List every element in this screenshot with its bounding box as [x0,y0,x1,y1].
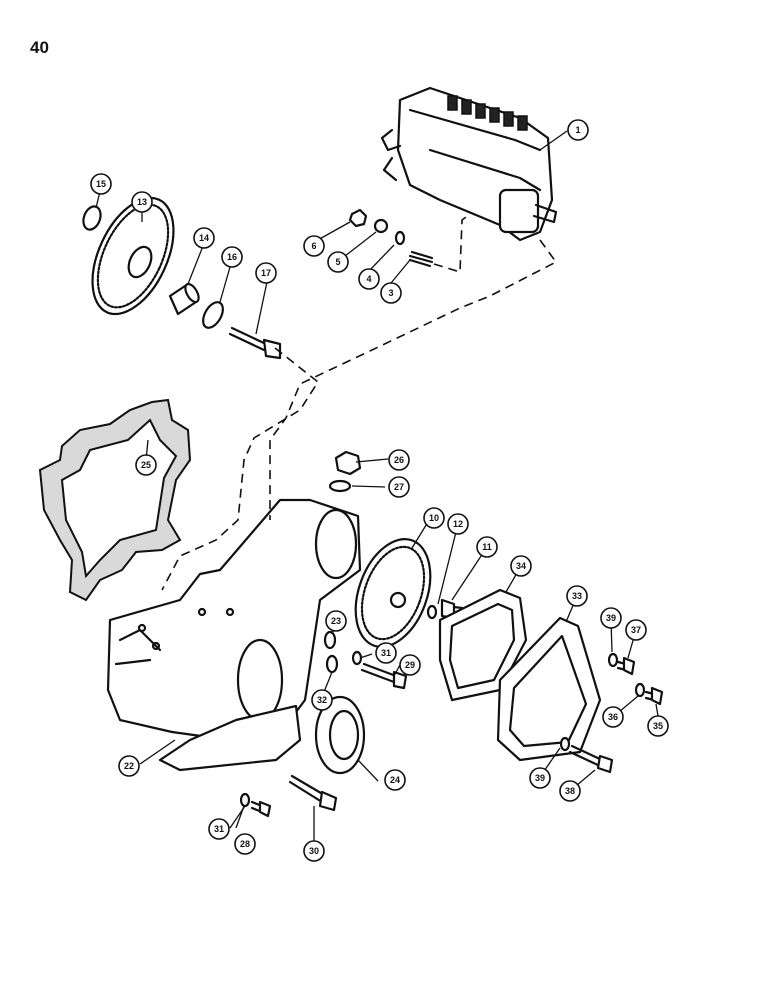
stud [408,250,434,268]
callout-37: 37 [625,619,647,641]
svg-text:38: 38 [565,786,575,796]
washer-36 [634,682,646,698]
callout-3: 3 [380,282,402,304]
plug-26 [334,450,362,476]
idler-gear [91,196,175,316]
callout-35: 35 [647,715,669,737]
bolt-37 [616,656,636,676]
callout-14: 14 [193,227,215,249]
svg-text:16: 16 [227,252,237,262]
callout-27: 27 [388,476,410,498]
bushing-14 [168,282,200,316]
callout-34: 34 [510,555,532,577]
svg-text:10: 10 [429,513,439,523]
svg-text:25: 25 [141,460,151,470]
callout-24: 24 [384,769,406,791]
bolt-28 [250,800,272,818]
svg-text:30: 30 [309,846,319,856]
callout-4: 4 [358,268,380,290]
callout-26: 26 [388,449,410,471]
callout-32: 32 [311,689,333,711]
callout-11: 11 [476,536,498,558]
callout-23: 23 [325,610,347,632]
washer-27 [328,479,352,493]
washer-16 [202,301,224,329]
svg-text:35: 35 [653,721,663,731]
callout-25: 25 [135,454,157,476]
alignment-line-stud [433,213,471,274]
svg-text:34: 34 [516,561,526,571]
svg-text:22: 22 [124,761,134,771]
callout-16: 16 [221,246,243,268]
bolt-29 [360,662,408,690]
washer-4 [394,230,406,246]
svg-text:26: 26 [394,455,404,465]
dowel-23 [323,630,337,650]
callout-29: 29 [399,654,421,676]
gasket-25 [38,398,192,602]
svg-text:32: 32 [317,695,327,705]
dowel-32 [325,654,339,674]
callout-10: 10 [423,507,445,529]
alignment-line-pump [269,239,558,520]
callout-22: 22 [118,755,140,777]
svg-text:37: 37 [631,625,641,635]
svg-text:39: 39 [606,613,616,623]
svg-text:13: 13 [137,197,147,207]
svg-text:39: 39 [535,773,545,783]
washer-31-upper [351,650,363,666]
pump-drive-gear [354,538,432,648]
svg-text:36: 36 [608,712,618,722]
callout-31-lower: 31 [208,818,230,840]
alignment-line-gear [161,347,320,591]
bolt-35 [644,686,664,706]
timing-gear-housing [106,498,362,772]
callout-39-upper: 39 [600,607,622,629]
lock-washer-5 [373,218,389,234]
thrust-washer-15 [82,205,102,231]
callout-36: 36 [602,706,624,728]
callout-6: 6 [303,235,325,257]
svg-text:23: 23 [331,616,341,626]
callout-17: 17 [255,262,277,284]
callout-15: 15 [90,173,112,195]
washer-12 [426,604,438,620]
callout-30: 30 [303,840,325,862]
callout-1: 1 [567,119,589,141]
svg-text:6: 6 [311,241,316,251]
injection-pump [380,86,558,242]
svg-text:5: 5 [335,257,340,267]
svg-text:17: 17 [261,268,271,278]
svg-text:27: 27 [394,482,404,492]
washer-39-upper [607,652,619,668]
svg-text:1: 1 [575,125,580,135]
callout-5: 5 [327,251,349,273]
svg-text:4: 4 [366,274,371,284]
svg-text:15: 15 [96,179,106,189]
svg-text:28: 28 [240,839,250,849]
washer-31-lower [239,792,251,808]
page-number: 40 [30,38,49,57]
callout-39-lower: 39 [529,767,551,789]
bolt-17 [228,326,282,360]
svg-text:31: 31 [214,824,224,834]
callout-38: 38 [559,780,581,802]
washer-39-lower [559,736,571,752]
callout-12: 12 [447,513,469,535]
bolt-30 [288,774,338,812]
callout-13: 13 [131,191,153,213]
bolt-38 [568,744,614,774]
svg-text:29: 29 [405,660,415,670]
callout-28: 28 [234,833,256,855]
callout-33: 33 [566,585,588,607]
svg-text:33: 33 [572,591,582,601]
seal-24 [314,695,366,775]
svg-text:12: 12 [453,519,463,529]
svg-text:3: 3 [388,288,393,298]
svg-text:24: 24 [390,775,400,785]
svg-text:11: 11 [482,542,492,552]
svg-text:14: 14 [199,233,209,243]
nut-6 [348,208,368,228]
